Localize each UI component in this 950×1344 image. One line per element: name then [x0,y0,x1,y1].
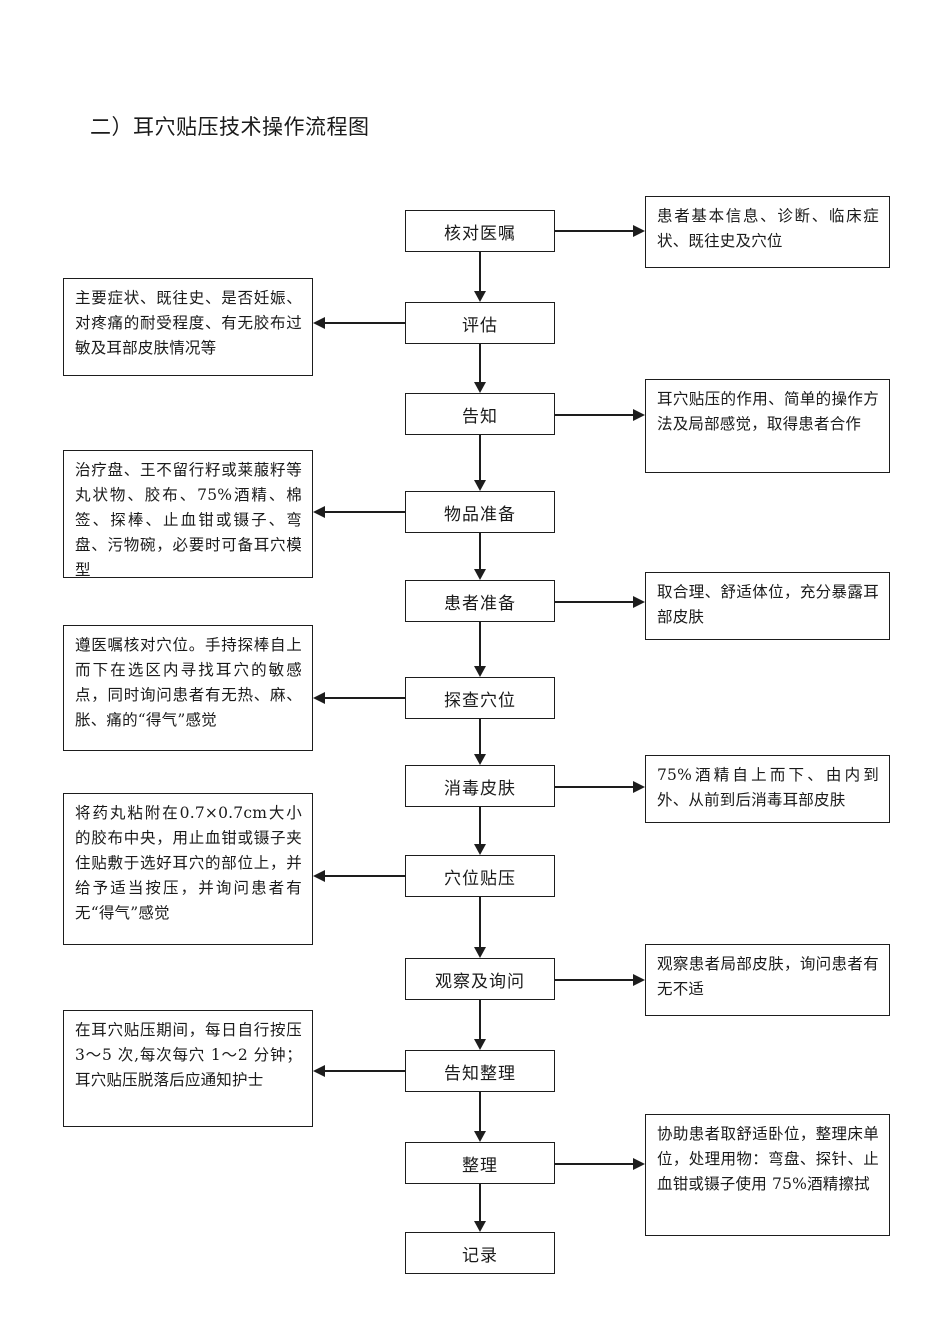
step-box-inform-tidy[interactable]: 告知整理 [405,1050,555,1092]
arrowhead-right [633,974,645,986]
connector-prepare-items-to-prepare-patient [479,533,481,569]
step-box-prepare-items[interactable]: 物品准备 [405,491,555,533]
step-label: 评估 [462,315,498,336]
connector-assess-to-note [325,322,405,324]
note-text: 主要症状、既往史、是否妊娠、对疼痛的耐受程度、有无胶布过敏及耳部皮肤情况等 [75,289,302,357]
connector-observe-to-inform-tidy [479,1000,481,1039]
note-text: 75%酒精自上而下、由内到外、从前到后消毒耳部皮肤 [657,766,879,809]
note-text: 治疗盘、王不留行籽或莱菔籽等丸状物、胶布、75%酒精、棉签、探棒、止血钳或镊子、… [75,461,302,579]
step-box-observe-inquire[interactable]: 观察及询问 [405,958,555,1000]
arrowhead-right [633,1158,645,1170]
note-box-apply-pressure: 将药丸粘附在0.7×0.7cm大小的胶布中央，用止血钳或镊子夹住贴敷于选好耳穴的… [63,793,313,945]
arrowhead-left [313,506,325,518]
arrowhead-right [633,781,645,793]
step-label: 告知 [462,406,498,427]
arrowhead-down [474,382,486,393]
arrowhead-down [474,844,486,855]
note-text: 将药丸粘附在0.7×0.7cm大小的胶布中央，用止血钳或镊子夹住贴敷于选好耳穴的… [75,804,302,922]
note-text: 遵医嘱核对穴位。手持探棒自上而下在选区内寻找耳穴的敏感点，同时询问患者有无热、麻… [75,636,302,729]
note-box-prepare-patient: 取合理、舒适体位，充分暴露耳部皮肤 [645,572,890,640]
note-text: 患者基本信息、诊断、临床症状、既往史及穴位 [657,207,879,250]
arrowhead-down [474,947,486,958]
note-box-assess: 主要症状、既往史、是否妊娠、对疼痛的耐受程度、有无胶布过敏及耳部皮肤情况等 [63,278,313,376]
note-box-probe-acupoint: 遵医嘱核对穴位。手持探棒自上而下在选区内寻找耳穴的敏感点，同时询问患者有无热、麻… [63,625,313,751]
connector-prepare-patient-to-probe [479,622,481,666]
step-label: 探查穴位 [444,690,516,711]
note-box-tidy-up: 协助患者取舒适卧位，整理床单位，处理用物：弯盘、探针、止血钳或镊子使用 75%酒… [645,1114,890,1236]
connector-observe-to-note [555,979,633,981]
arrowhead-left [313,1065,325,1077]
step-label: 告知整理 [444,1063,516,1084]
connector-verify-to-assess [479,252,481,291]
arrowhead-right [633,409,645,421]
step-label: 穴位贴压 [444,868,516,889]
connector-prepare-patient-to-note [555,601,633,603]
connector-inform-to-prepare-items [479,435,481,480]
arrowhead-down [474,666,486,677]
note-box-inform: 耳穴贴压的作用、简单的操作方法及局部感觉，取得患者合作 [645,379,890,473]
step-label: 核对医嘱 [444,223,516,244]
note-box-verify-order: 患者基本信息、诊断、临床症状、既往史及穴位 [645,196,890,268]
arrowhead-left [313,692,325,704]
step-label: 消毒皮肤 [444,778,516,799]
note-box-prepare-items: 治疗盘、王不留行籽或莱菔籽等丸状物、胶布、75%酒精、棉签、探棒、止血钳或镊子、… [63,450,313,579]
step-box-apply-pressure[interactable]: 穴位贴压 [405,855,555,897]
arrowhead-right [633,596,645,608]
step-box-tidy-up[interactable]: 整理 [405,1142,555,1184]
note-box-observe-inquire: 观察患者局部皮肤，询问患者有无不适 [645,944,890,1016]
connector-inform-tidy-to-tidy-up [479,1092,481,1131]
note-text: 观察患者局部皮肤，询问患者有无不适 [657,955,879,998]
note-box-inform-tidy: 在耳穴贴压期间，每日自行按压 3～5 次,每次每穴 1～2 分钟；耳穴贴压脱落后… [63,1010,313,1127]
note-text: 取合理、舒适体位，充分暴露耳部皮肤 [657,583,879,626]
connector-tidy-up-to-note [555,1163,633,1165]
connector-disinfect-to-apply [479,807,481,844]
connector-inform-tidy-to-note [325,1070,405,1072]
step-box-probe-acupoint[interactable]: 探查穴位 [405,677,555,719]
step-label: 物品准备 [444,504,516,525]
note-box-disinfect-skin: 75%酒精自上而下、由内到外、从前到后消毒耳部皮肤 [645,755,890,823]
step-box-record[interactable]: 记录 [405,1232,555,1274]
arrowhead-down [474,569,486,580]
arrowhead-right [633,225,645,237]
connector-apply-to-note [325,875,405,877]
connector-inform-to-note [555,414,633,416]
arrowhead-left [313,317,325,329]
connector-verify-to-note [555,230,633,232]
step-label: 观察及询问 [435,971,525,992]
arrowhead-down [474,480,486,491]
connector-probe-to-note [325,697,405,699]
page-title: 二）耳穴贴压技术操作流程图 [90,115,370,139]
step-box-verify-order[interactable]: 核对医嘱 [405,210,555,252]
note-text: 协助患者取舒适卧位，整理床单位，处理用物：弯盘、探针、止血钳或镊子使用 75%酒… [657,1125,879,1193]
step-label: 整理 [462,1155,498,1176]
step-box-disinfect-skin[interactable]: 消毒皮肤 [405,765,555,807]
note-text: 在耳穴贴压期间，每日自行按压 3～5 次,每次每穴 1～2 分钟；耳穴贴压脱落后… [75,1021,302,1089]
arrowhead-down [474,291,486,302]
note-text: 耳穴贴压的作用、简单的操作方法及局部感觉，取得患者合作 [657,390,879,433]
step-box-assess[interactable]: 评估 [405,302,555,344]
step-box-inform[interactable]: 告知 [405,393,555,435]
step-label: 患者准备 [444,593,516,614]
connector-tidy-up-to-record [479,1184,481,1221]
step-box-prepare-patient[interactable]: 患者准备 [405,580,555,622]
connector-apply-to-observe [479,897,481,947]
connector-assess-to-inform [479,344,481,382]
connector-disinfect-to-note [555,786,633,788]
arrowhead-down [474,1039,486,1050]
arrowhead-down [474,1221,486,1232]
step-label: 记录 [462,1245,498,1266]
arrowhead-down [474,754,486,765]
connector-probe-to-disinfect [479,719,481,754]
arrowhead-left [313,870,325,882]
connector-prepare-items-to-note [325,511,405,513]
arrowhead-down [474,1131,486,1142]
